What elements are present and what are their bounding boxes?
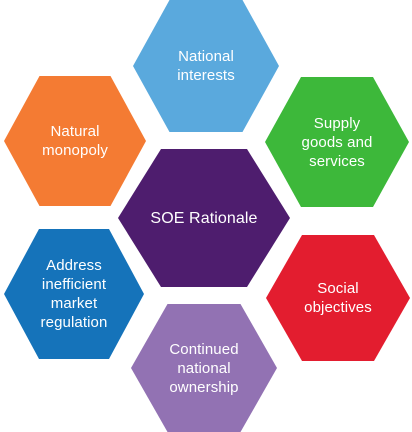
hexagon-soe-rationale: SOE Rationale	[118, 149, 290, 287]
hexagon-continued-national-ownership: Continued national ownership	[131, 304, 277, 432]
hexagon-natural-monopoly: Natural monopoly	[4, 76, 146, 206]
hexagon-address-inefficient-market-regulation: Address inefficient market regulation	[4, 229, 144, 359]
hexagon-label: Continued national ownership	[169, 340, 239, 396]
hexagon-label: Address inefficient market regulation	[40, 257, 108, 331]
hexagon-label: Natural monopoly	[42, 123, 108, 159]
hexagon-label: Social objectives	[304, 280, 372, 316]
hexagon-label: National interests	[177, 48, 235, 84]
hexagon-national-interests: National interests	[133, 0, 279, 132]
hexagon-social-objectives: Social objectives	[266, 235, 410, 361]
hexagon-supply-goods-and-services: Supply goods and services	[265, 77, 409, 207]
center-label: SOE Rationale	[150, 209, 258, 227]
hexagon-label: Supply goods and services	[301, 114, 373, 170]
